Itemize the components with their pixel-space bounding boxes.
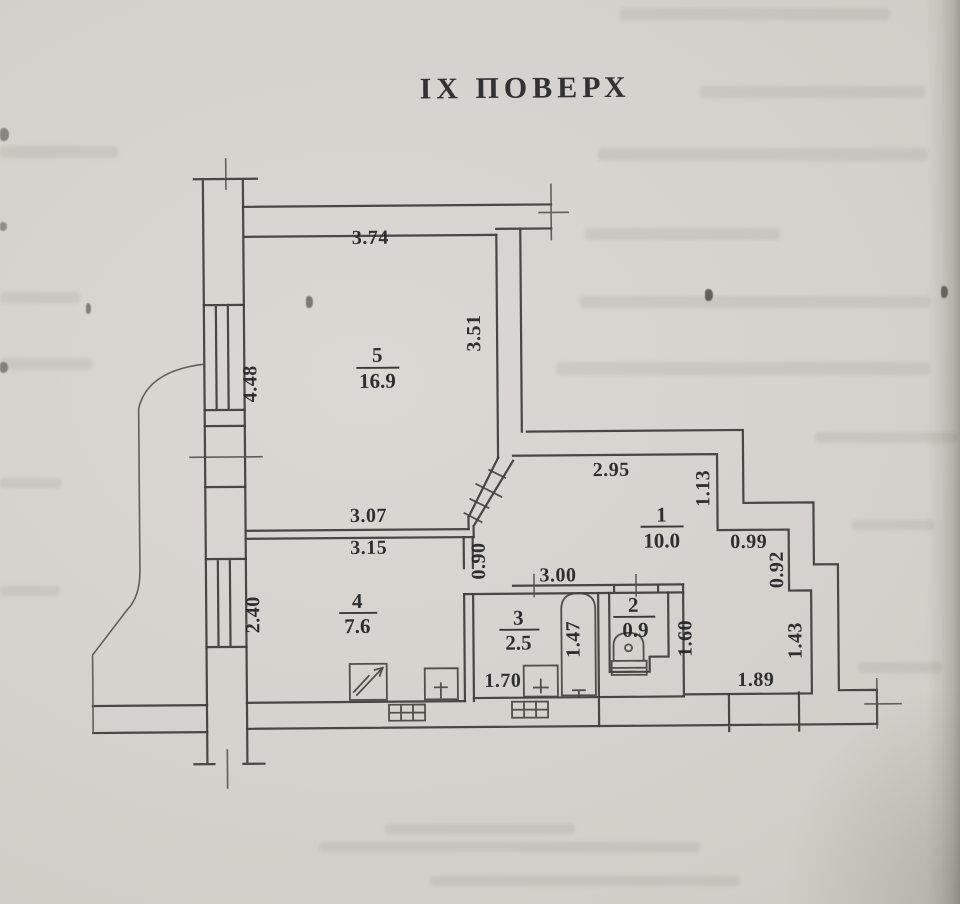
fixtures: [348, 592, 648, 722]
bathroom-sink-icon: [522, 664, 559, 698]
outer-right-stepped-wall: [525, 428, 879, 725]
stairwell-stub-walls: [193, 701, 266, 766]
room-number: 4: [352, 589, 363, 613]
room3-walls: [472, 591, 601, 728]
room-area: 16.9: [359, 369, 396, 393]
toilet-bowl: [610, 631, 648, 676]
dim-room5-left: 4.48: [239, 365, 261, 402]
dim-hall-right-upper: 1.13: [692, 470, 714, 507]
room-number: 5: [372, 343, 383, 367]
room-area: 0.9: [622, 618, 648, 642]
room-area: 2.5: [505, 631, 531, 655]
room5-room4-wall: [244, 527, 475, 540]
entrance-wall-hatch: [463, 468, 507, 524]
toilet-icon: [610, 631, 648, 676]
vent-grid-icon: [511, 700, 549, 719]
kitchen-sink-icon: [423, 667, 459, 701]
balcony-curve: [91, 363, 206, 734]
toilet-flush-dot: [624, 643, 633, 653]
dim-right-lower: 1.43: [784, 622, 806, 659]
bathtub-icon: [560, 592, 597, 698]
room2-walls: [608, 591, 670, 674]
dim-step-horizontal: 0.99: [730, 531, 767, 553]
room-number: 3: [513, 606, 524, 630]
room-number: 1: [656, 503, 667, 527]
room4-right-wall: [462, 535, 476, 703]
room-labels: 5 16.9 4 7.6 3 2.5 2 0.9 1 10.0: [339, 343, 684, 655]
vent-grid-icon: [388, 703, 427, 722]
dim-room3-bottom: 1.70: [484, 670, 521, 692]
room-number: 2: [628, 593, 639, 617]
room-area: 7.6: [344, 614, 370, 638]
room5-right-wall: [495, 227, 523, 459]
entrance-diagonal-wall: [467, 456, 515, 539]
left-wall-windows: [202, 303, 248, 649]
top-wall: [241, 203, 553, 238]
dim-bottom-right: 1.89: [737, 669, 774, 691]
room-area: 10.0: [643, 528, 680, 552]
dim-room4-top: 3.15: [350, 537, 387, 559]
dim-hall-top: 2.95: [593, 459, 630, 481]
dim-room4-left: 2.40: [242, 596, 264, 633]
dim-step-vertical: 0.92: [766, 551, 788, 588]
dim-room5-right: 3.51: [463, 314, 485, 351]
page-title: IX ПОВЕРХ: [420, 71, 631, 106]
dim-room5-top: 3.74: [352, 227, 389, 249]
dim-bathtub: 1.47: [562, 621, 584, 658]
dim-corridor-right: 1.60: [674, 620, 696, 657]
dim-wet-block-top: 3.00: [539, 564, 576, 586]
stove-icon: [348, 662, 388, 701]
axis-tick-marks: [189, 158, 902, 789]
walls: [91, 158, 902, 789]
dim-room4-door: 0.90: [468, 542, 490, 579]
dimension-labels: 3.74 3.51 4.48 2.95 1.13 0.99 0.92 3.07 …: [239, 227, 806, 692]
bottom-wall: [91, 691, 879, 735]
hall-inner-stepped-wall: [511, 453, 814, 698]
dim-room5-bottom: 3.07: [350, 505, 387, 527]
